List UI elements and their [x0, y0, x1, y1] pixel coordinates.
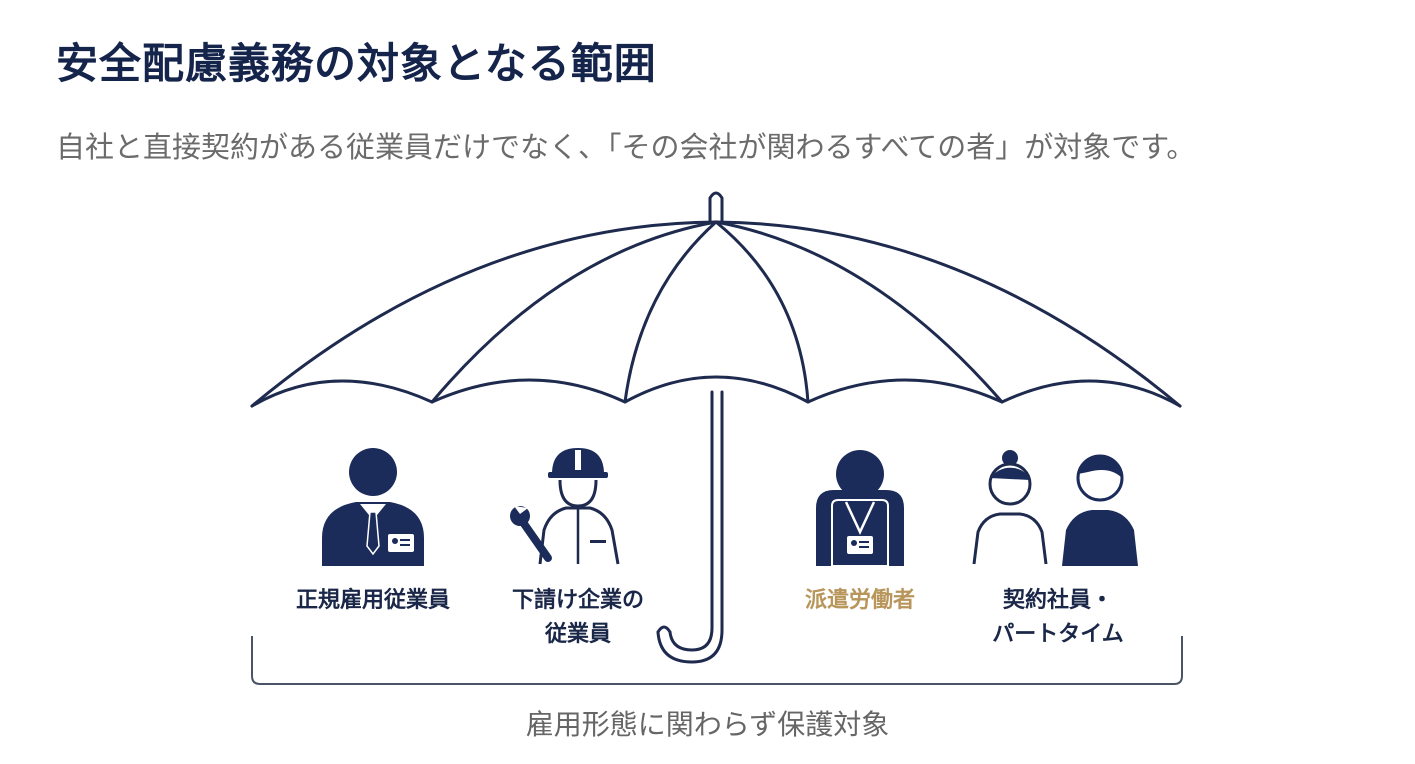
- label-contract-part-time: 契約社員・ パートタイム: [992, 588, 1124, 647]
- part-time-workers-icon: [972, 450, 1138, 566]
- label-regular-employees: 正規雇用従業員: [295, 588, 450, 613]
- page-title: 安全配慮義務の対象となる範囲: [56, 39, 657, 88]
- footer-caption: 雇用形態に関わらず保護対象: [525, 708, 890, 741]
- dispatched-worker-icon: [816, 450, 904, 567]
- umbrella-icon: [250, 191, 1182, 664]
- office-worker-icon: [322, 448, 424, 566]
- label-dispatched-workers: 派遣労働者: [804, 588, 915, 613]
- label-subcontractor-employees: 下請け企業の 従業員: [511, 588, 644, 647]
- page-subtitle: 自社と直接契約がある従業員だけでなく、「その会社が関わるすべての者」が対象です。: [56, 130, 1196, 164]
- group-bracket: [251, 636, 1183, 685]
- construction-worker-icon: [510, 448, 620, 565]
